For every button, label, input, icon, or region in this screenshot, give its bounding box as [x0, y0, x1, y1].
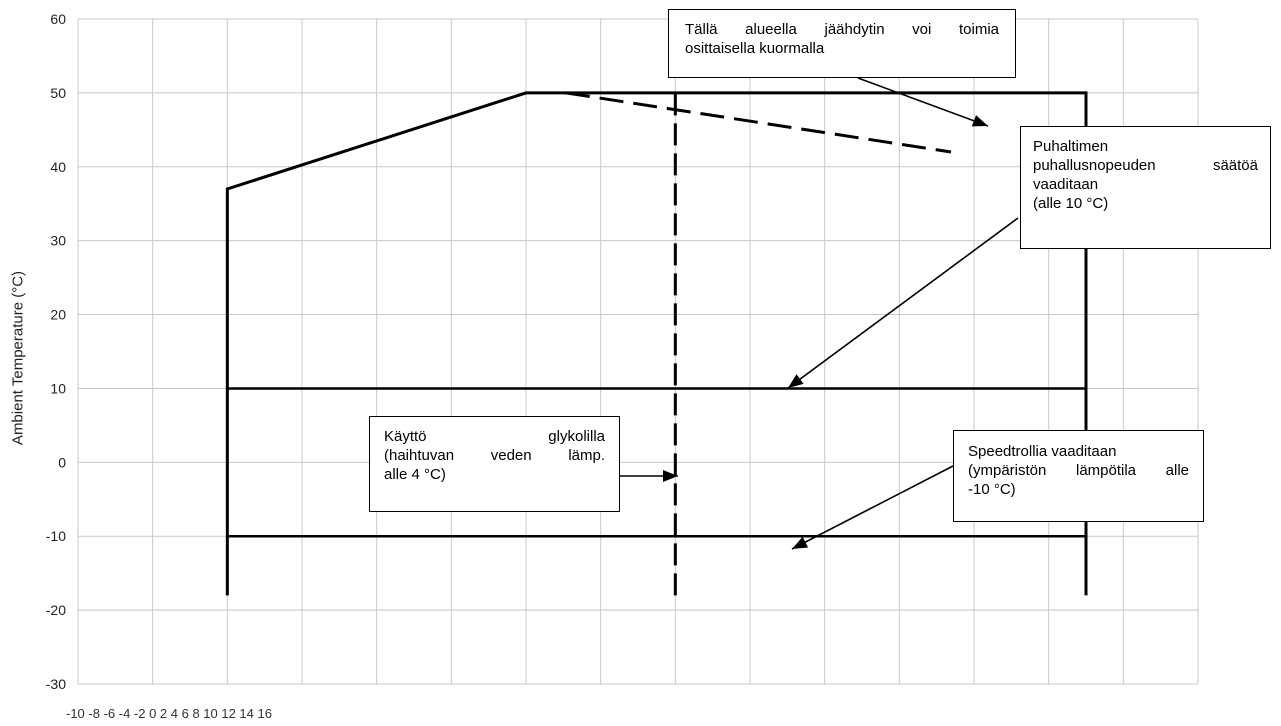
- arrow-partial-load-head: [971, 115, 988, 127]
- annotation-line: Käyttö glykolilla: [384, 428, 605, 445]
- annotation-fan-speed: Puhaltimen puhallusnopeuden säätöä vaadi…: [1020, 126, 1271, 249]
- annotation-arrows: [620, 77, 1019, 550]
- annotation-line: (alle 10 °C): [1033, 195, 1109, 212]
- partial-load-boundary-line: [565, 91, 952, 154]
- y-tick-label: -20: [46, 602, 66, 618]
- annotation-line: Speedtrollia vaaditaan: [968, 443, 1117, 460]
- y-tick-label: 60: [50, 11, 66, 27]
- arrow-glycol-head: [663, 470, 678, 482]
- arrow-fan-speed-head: [788, 374, 804, 388]
- annotation-line: alle 4 °C): [384, 466, 446, 483]
- annotation-line: Tällä alueella jäähdytin voi toimia: [685, 21, 999, 38]
- x-tick-labels: -10 -8 -6 -4 -2 0 2 4 6 8 10 12 14 16: [66, 706, 272, 721]
- y-tick-label: 50: [50, 85, 66, 101]
- y-axis-label-text: Ambient Temperature (°C): [9, 270, 27, 446]
- y-tick-labels: 60 50 40 30 20 10 0 -10 -20 -30: [46, 11, 66, 692]
- annotation-glycol: Käyttö glykolilla (haihtuvan veden lämp.…: [369, 416, 620, 512]
- annotation-line: puhallusnopeuden säätöä: [1033, 157, 1258, 174]
- arrow-fan-speed: [787, 217, 1019, 389]
- y-tick-label: 0: [58, 454, 66, 470]
- y-tick-label: -30: [46, 676, 66, 692]
- annotation-speedtrol: Speedtrollia vaaditaan (ympäristön lämpö…: [953, 430, 1204, 522]
- y-tick-label: 20: [50, 307, 66, 323]
- y-tick-label: 40: [50, 159, 66, 175]
- annotation-line: (haihtuvan veden lämp.: [384, 447, 605, 464]
- annotation-line: Puhaltimen: [1033, 138, 1109, 155]
- y-tick-label: 30: [50, 233, 66, 249]
- annotation-line: osittaisella kuormalla: [685, 40, 825, 57]
- operating-envelope-line: [225, 91, 1088, 596]
- chart-series: [225, 91, 1088, 596]
- annotation-partial-load: Tällä alueella jäähdytin voi toimia osit…: [668, 9, 1016, 78]
- annotation-line: (ympäristön lämpötila alle: [968, 462, 1189, 479]
- annotation-line: -10 °C): [968, 481, 1016, 498]
- arrow-speedtrol-head: [792, 536, 809, 549]
- annotation-line: vaaditaan: [1033, 176, 1099, 193]
- arrow-speedtrol: [791, 465, 954, 550]
- y-tick-label: 10: [50, 380, 66, 396]
- y-tick-label: -10: [46, 528, 66, 544]
- grid-lines: [77, 18, 1199, 685]
- arrow-partial-load: [857, 77, 989, 127]
